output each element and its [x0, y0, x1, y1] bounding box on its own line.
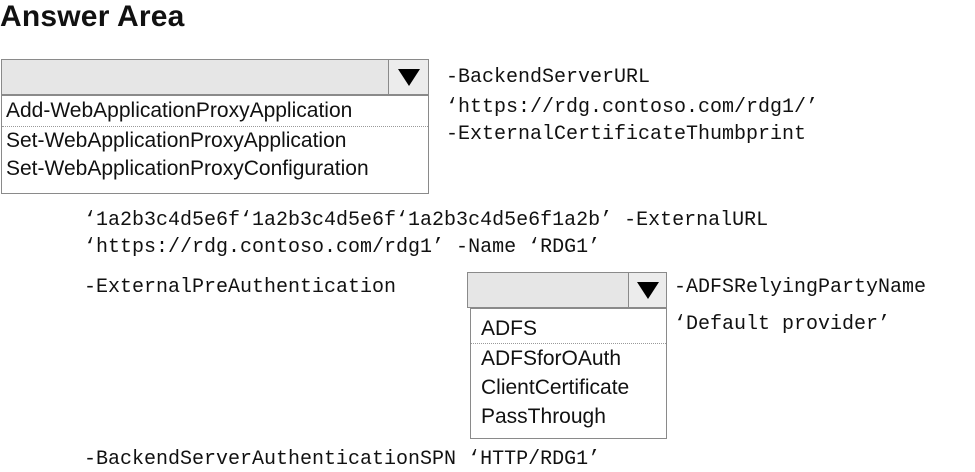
code-adfs-relying-party-name: -ADFSRelyingPartyName	[674, 276, 927, 299]
cmdlet-option-set-webapplicationproxyapplication[interactable]: Set-WebApplicationProxyApplication	[6, 129, 347, 152]
code-backend-server-authentication-spn: -BackendServerAuthenticationSPN ‘HTTP/RD…	[84, 448, 601, 471]
preauth-option-adfsforoauth[interactable]: ADFSforOAuth	[481, 347, 622, 370]
cmdlet-dropdown[interactable]	[1, 59, 429, 95]
preauthentication-dropdown-toggle[interactable]	[628, 273, 666, 307]
cmdlet-dropdown-toggle[interactable]	[388, 60, 428, 94]
page-title: Answer Area	[0, 0, 185, 33]
code-backend-url-value: ‘https://rdg.contoso.com/rdg1/’	[446, 96, 819, 119]
code-default-provider: ‘Default provider’	[674, 313, 891, 336]
preauthentication-dropdown[interactable]	[467, 272, 667, 308]
code-external-preauthentication: -ExternalPreAuthentication	[84, 276, 397, 299]
cmdlet-option-add-webapplicationproxyapplication[interactable]: Add-WebApplicationProxyApplication	[2, 96, 428, 127]
code-thumbprint-external-url: ‘1a2b3c4d5e6f‘1a2b3c4d5e6f‘1a2b3c4d5e6f1…	[84, 209, 769, 232]
chevron-down-icon	[397, 68, 420, 86]
preauthentication-dropdown-list: ADFS ADFSforOAuth ClientCertificate Pass…	[470, 308, 667, 439]
preauth-option-clientcertificate[interactable]: ClientCertificate	[481, 376, 630, 399]
chevron-down-icon	[636, 281, 659, 299]
cmdlet-option-set-webapplicationproxyconfiguration[interactable]: Set-WebApplicationProxyConfiguration	[6, 157, 369, 180]
preauth-option-adfs[interactable]: ADFS	[471, 314, 666, 344]
cmdlet-dropdown-list: Add-WebApplicationProxyApplication Set-W…	[1, 95, 429, 194]
preauth-option-passthrough[interactable]: PassThrough	[481, 405, 606, 428]
code-external-certificate-thumbprint: -ExternalCertificateThumbprint	[446, 123, 807, 146]
code-external-url-name: ‘https://rdg.contoso.com/rdg1’ -Name ‘RD…	[84, 236, 601, 259]
code-backend-server-url: -BackendServerURL	[446, 66, 651, 89]
